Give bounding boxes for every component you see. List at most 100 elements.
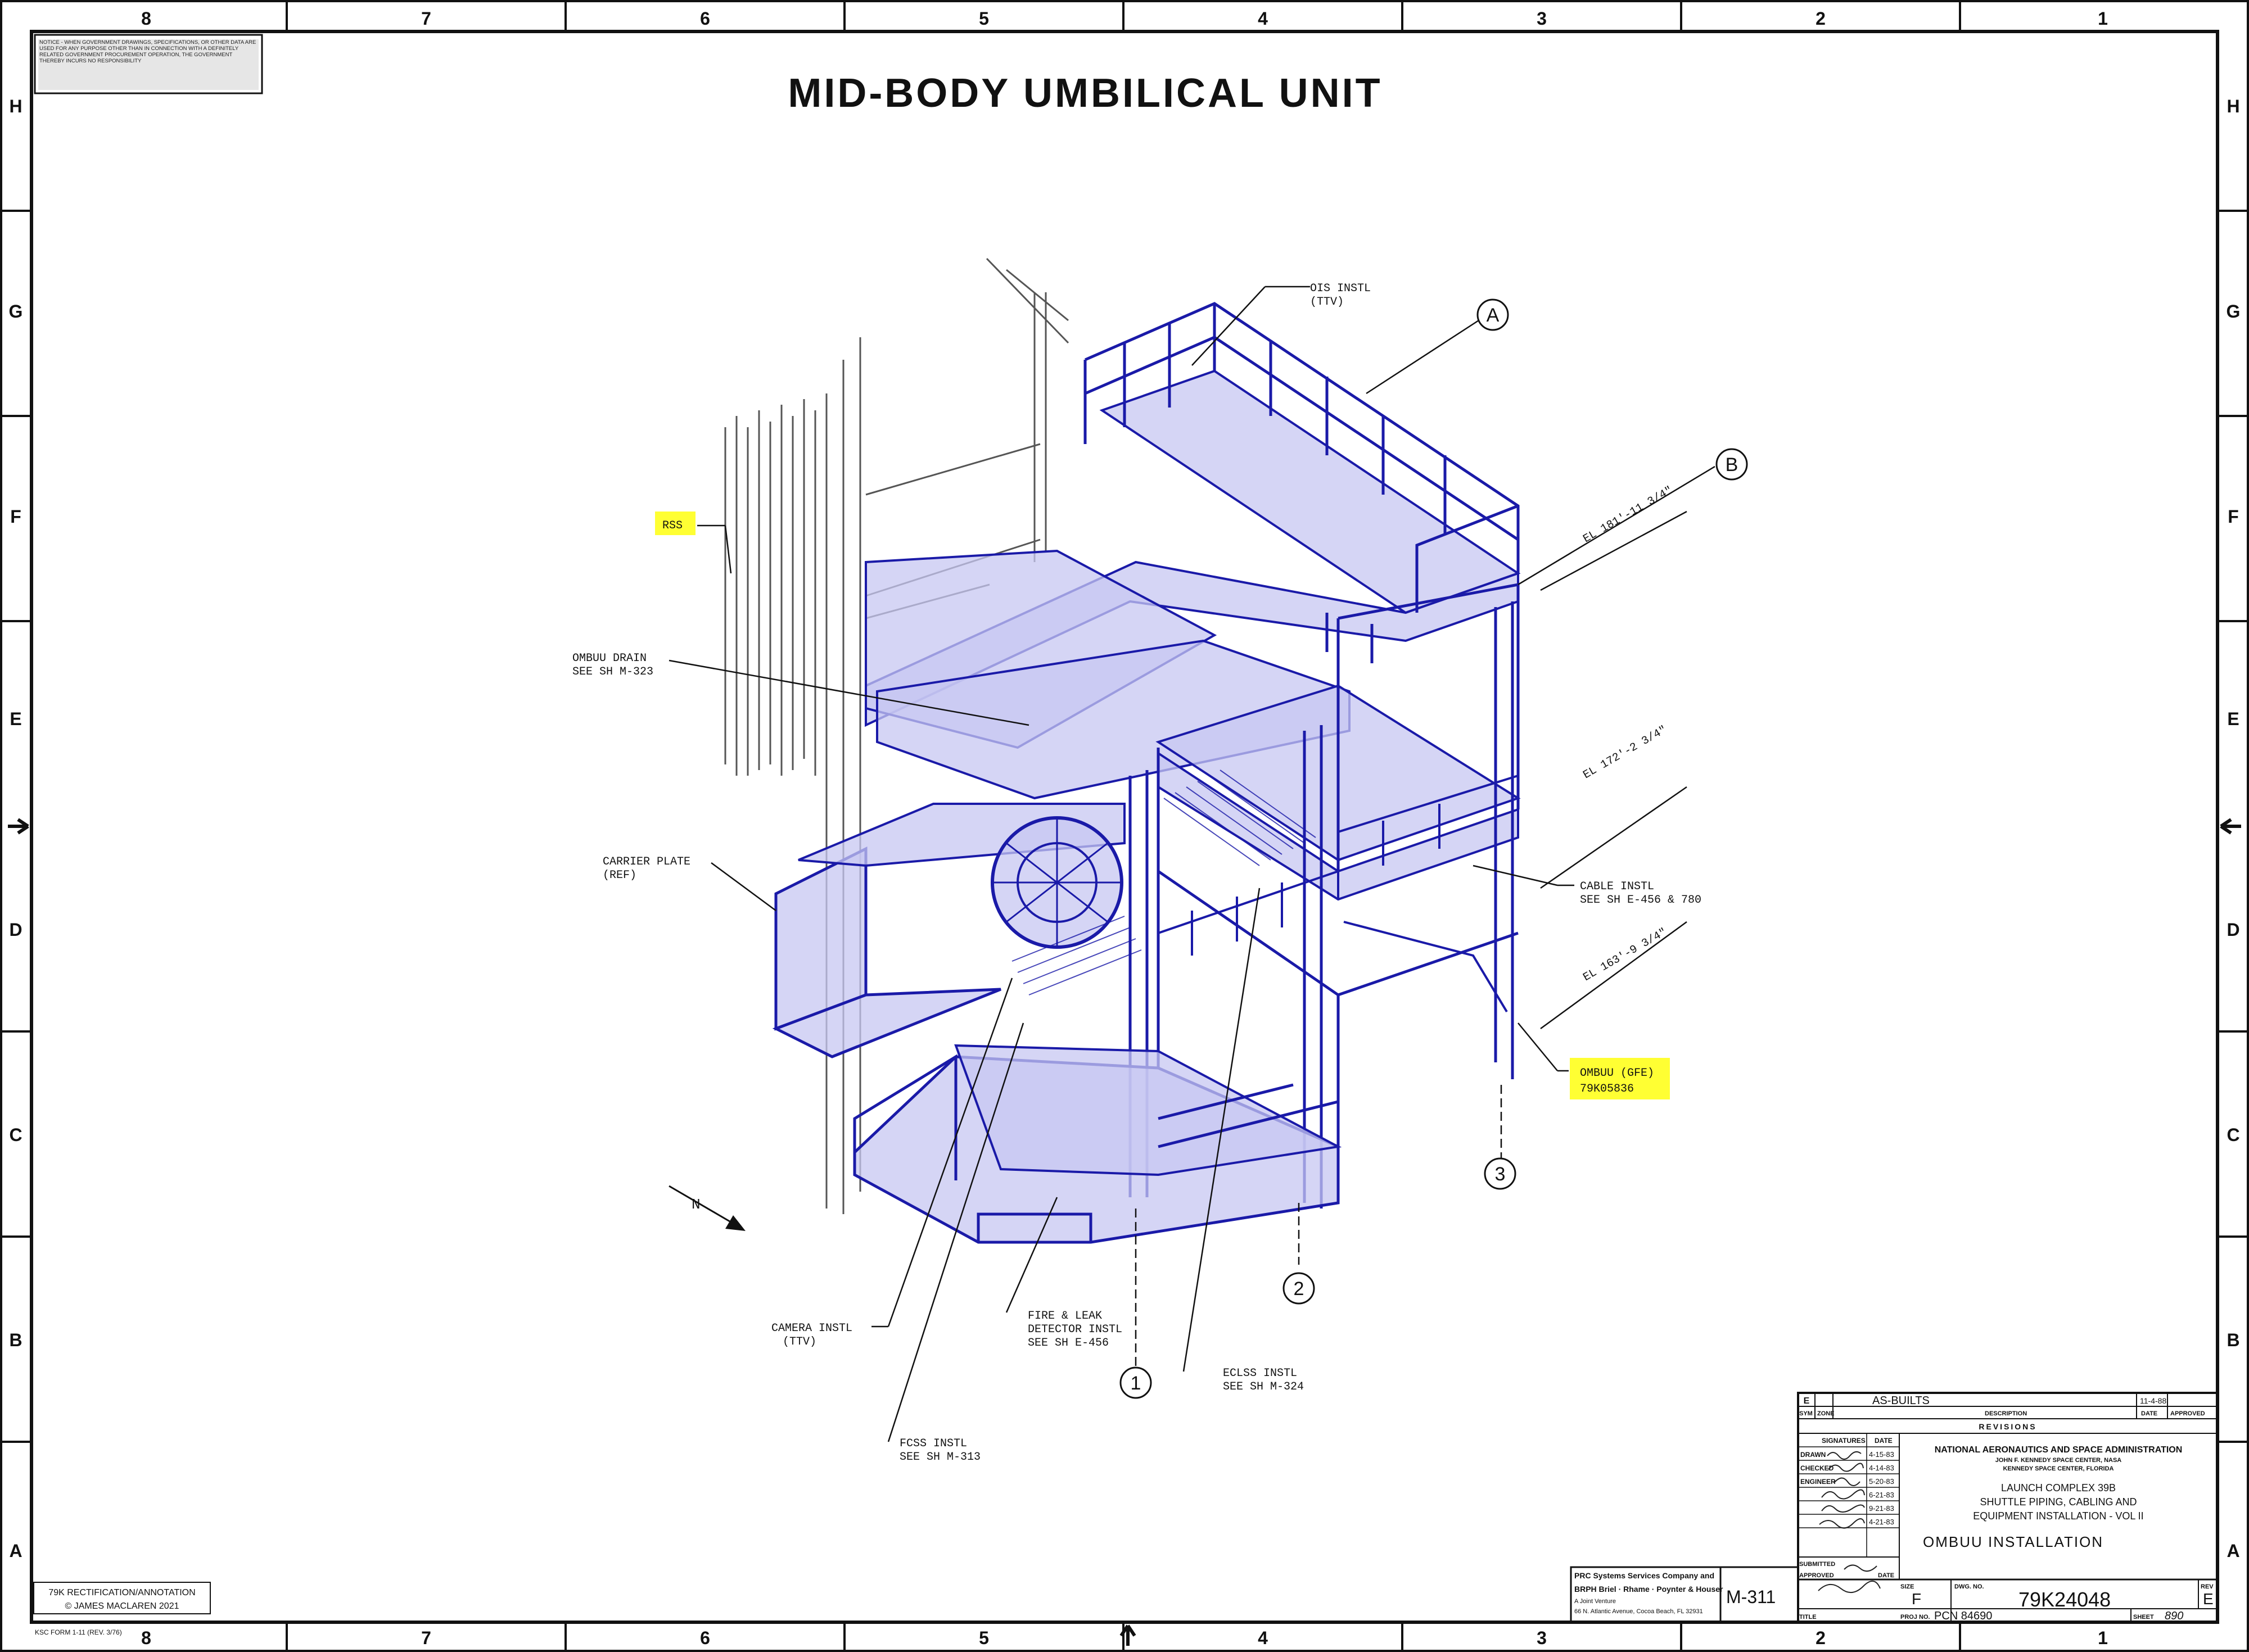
drawing-subject: OMBUU INSTALLATION — [1923, 1533, 2103, 1550]
label-elevation-3: EL 163'-9 3/4" — [1581, 926, 1669, 984]
zone-left-a: A — [9, 1541, 22, 1561]
callout-a: A — [1476, 298, 1509, 331]
center-line1: JOHN F. KENNEDY SPACE CENTER, NASA — [1995, 1457, 2122, 1464]
zone-right-d: D — [2227, 920, 2239, 940]
sig-date-6: 4-21-83 — [1869, 1518, 1894, 1526]
government-notice: NOTICE - WHEN GOVERNMENT DRAWINGS, SPECI… — [34, 34, 263, 94]
sig-date-1: 4-15-83 — [1869, 1450, 1894, 1459]
sheet-code: M-311 — [1726, 1587, 1776, 1607]
notice-text: NOTICE - WHEN GOVERNMENT DRAWINGS, SPECI… — [39, 39, 256, 64]
zone-labels-bottom: 8 7 6 5 4 3 2 1 — [141, 1628, 2108, 1648]
handwritten-signatures — [1818, 1451, 1881, 1593]
callout-2-label: 2 — [1294, 1278, 1304, 1300]
callout-2: 2 — [1282, 1272, 1315, 1305]
label-elevation-1: EL 181'-11 3/4" — [1581, 484, 1675, 546]
contractor-line4: 66 N. Atlantic Avenue, Cocoa Beach, FL 3… — [1574, 1608, 1703, 1615]
zone-left-g: G — [9, 301, 23, 322]
zone-top-3: 3 — [1537, 8, 1547, 29]
zone-left-h: H — [9, 96, 22, 116]
title-block-text: E AS-BUILTS 11-4-88 SYM ZONE DESCRIPTION… — [1574, 1395, 2214, 1622]
zone-top-5: 5 — [979, 8, 989, 29]
zone-bottom-6: 6 — [700, 1628, 710, 1648]
annotation-line1: 79K RECTIFICATION/ANNOTATION — [48, 1588, 195, 1597]
label-ois-line2: (TTV) — [1310, 296, 1344, 309]
dwg-no-value: 79K24048 — [2018, 1588, 2111, 1611]
sig-date-2: 4-14-83 — [1869, 1464, 1894, 1472]
rev-header-description: DESCRIPTION — [1985, 1410, 2027, 1417]
center-mark-right-icon — [2220, 818, 2241, 835]
zone-bottom-4: 4 — [1258, 1628, 1268, 1648]
label-fire-leak-line1: FIRE & LEAK — [1028, 1310, 1102, 1323]
proj-no-label: PROJ NO. — [1900, 1614, 1930, 1621]
zone-top-7: 7 — [421, 8, 431, 29]
label-ois-line1: OIS INSTL — [1310, 282, 1371, 295]
sig-date-4: 6-21-83 — [1869, 1491, 1894, 1499]
label-cable-line2: SEE SH E-456 & 780 — [1580, 894, 1701, 907]
rev-header-date: DATE — [2141, 1410, 2157, 1417]
label-fire-leak-line2: DETECTOR INSTL — [1028, 1323, 1122, 1336]
grating-hatch — [1011, 770, 1316, 995]
zone-right-c: C — [2227, 1125, 2239, 1145]
zone-top-6: 6 — [700, 8, 710, 29]
role-drawn: DRAWN — [1800, 1451, 1826, 1459]
zone-left-b: B — [9, 1330, 22, 1350]
zone-top-8: 8 — [141, 8, 151, 29]
callout-b: B — [1715, 448, 1748, 481]
zone-bottom-7: 7 — [421, 1628, 431, 1648]
rev-header-zone: ZONE — [1817, 1410, 1835, 1417]
rev-description: AS-BUILTS — [1872, 1395, 1930, 1407]
label-fire-leak-line3: SEE SH E-456 — [1028, 1337, 1109, 1350]
rev-letter: E — [1804, 1396, 1810, 1406]
zone-bottom-5: 5 — [979, 1628, 989, 1648]
center-line2: KENNEDY SPACE CENTER, FLORIDA — [2003, 1465, 2113, 1472]
zone-labels-top: 8 7 6 5 4 3 2 1 — [141, 8, 2108, 29]
agency-name: NATIONAL AERONAUTICS AND SPACE ADMINISTR… — [1935, 1445, 2183, 1455]
zone-top-4: 4 — [1258, 8, 1268, 29]
highlight-ombuu-gfe — [1570, 1058, 1670, 1099]
callout-1: 1 — [1119, 1366, 1152, 1399]
zone-left-f: F — [10, 506, 21, 527]
contractor-line3: A Joint Venture — [1574, 1598, 1616, 1605]
label-rss: RSS — [662, 519, 683, 532]
callout-1-label: 1 — [1131, 1373, 1141, 1394]
north-label: N — [692, 1196, 701, 1213]
zone-bottom-3: 3 — [1537, 1628, 1547, 1648]
contractor-line1: PRC Systems Services Company and — [1574, 1571, 1714, 1580]
label-ombuu-gfe-line1: OMBUU (GFE) — [1580, 1067, 1654, 1080]
zone-top-2: 2 — [1816, 8, 1826, 29]
callout-3: 3 — [1484, 1157, 1516, 1190]
ombuu-structure — [724, 257, 1521, 1244]
submitted-label: SUBMITTED — [1799, 1561, 1835, 1568]
rss-structure — [724, 257, 1069, 1214]
rev-value: E — [2203, 1590, 2214, 1608]
project-line2: SHUTTLE PIPING, CABLING AND — [1980, 1496, 2137, 1508]
signatures-header: SIGNATURES — [1822, 1437, 1866, 1445]
zone-right-f: F — [2228, 506, 2239, 527]
sig-date-5: 9-21-83 — [1869, 1504, 1894, 1513]
zone-right-b: B — [2227, 1330, 2239, 1350]
rev-label: REV — [2201, 1583, 2214, 1590]
callout-3-label: 3 — [1495, 1164, 1506, 1185]
proj-no-value: PCN 84690 — [1934, 1610, 1992, 1622]
role-checked: CHECKED — [1800, 1464, 1834, 1472]
contractor-line2: BRPH Briel · Rhame · Poynter & Houser — [1574, 1585, 1723, 1594]
zone-right-g: G — [2227, 301, 2241, 322]
label-carrier-plate-line1: CARRIER PLATE — [603, 856, 690, 868]
dwg-no-label: DWG. NO. — [1954, 1583, 1984, 1590]
title-block — [1570, 1392, 2219, 1623]
rev-header-sym: SYM — [1799, 1410, 1813, 1417]
size-label: SIZE — [1900, 1583, 1914, 1590]
sig-date-header: DATE — [1875, 1437, 1893, 1445]
annotation-line2: © JAMES MACLAREN 2021 — [65, 1601, 179, 1611]
callout-a-label: A — [1487, 305, 1500, 326]
project-line1: LAUNCH COMPLEX 39B — [2001, 1482, 2116, 1493]
approved-label: APPROVED — [1799, 1572, 1834, 1579]
sheet-label: SHEET — [2133, 1614, 2154, 1621]
drawing-title: MID-BODY UMBILICAL UNIT — [788, 71, 1382, 116]
zone-left-e: E — [10, 709, 21, 729]
zone-left-c: C — [9, 1125, 22, 1145]
north-arrow-icon: N — [669, 1185, 746, 1231]
label-carrier-plate-line2: (REF) — [603, 869, 636, 882]
project-line3: EQUIPMENT INSTALLATION - VOL II — [1973, 1510, 2143, 1522]
